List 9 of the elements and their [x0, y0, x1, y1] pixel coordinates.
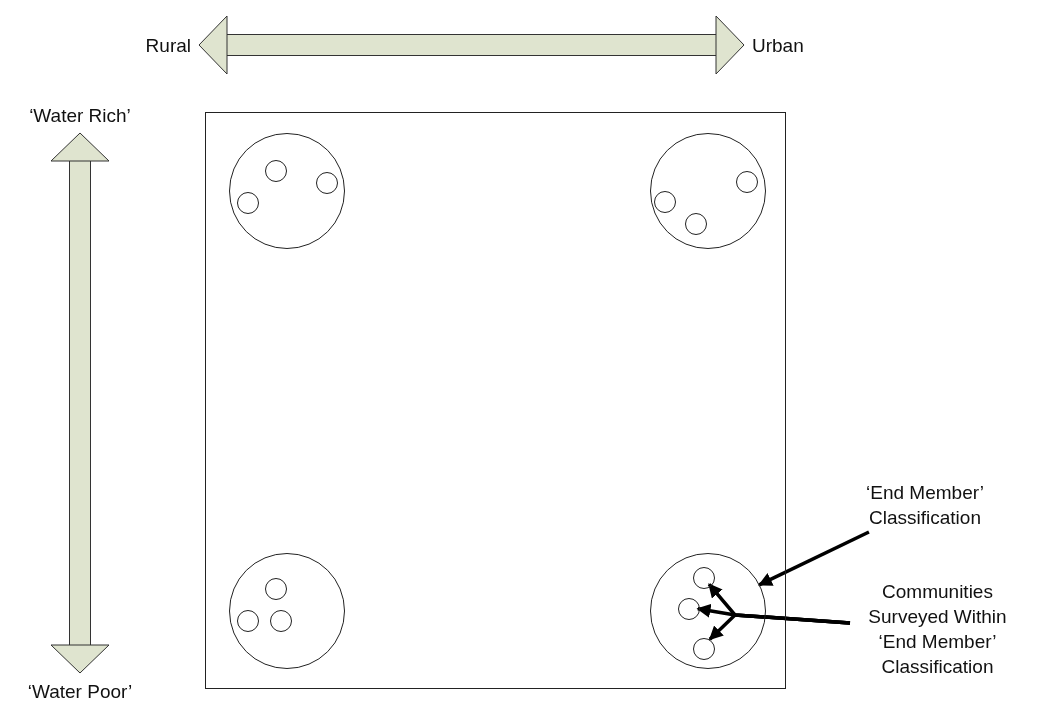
axis-label: ‘Water Poor’	[26, 679, 134, 704]
axis-label: Rural	[144, 33, 191, 58]
axis-label: Urban	[752, 33, 805, 58]
arrow	[758, 530, 870, 587]
classification-square	[205, 112, 786, 689]
axis-label: ‘Water Rich’	[28, 103, 132, 128]
arrow	[708, 613, 851, 641]
axis-label: Communities Surveyed Within ‘End Member’ Classification	[867, 580, 1008, 679]
axis-label: ‘End Member’ Classification	[865, 481, 985, 530]
